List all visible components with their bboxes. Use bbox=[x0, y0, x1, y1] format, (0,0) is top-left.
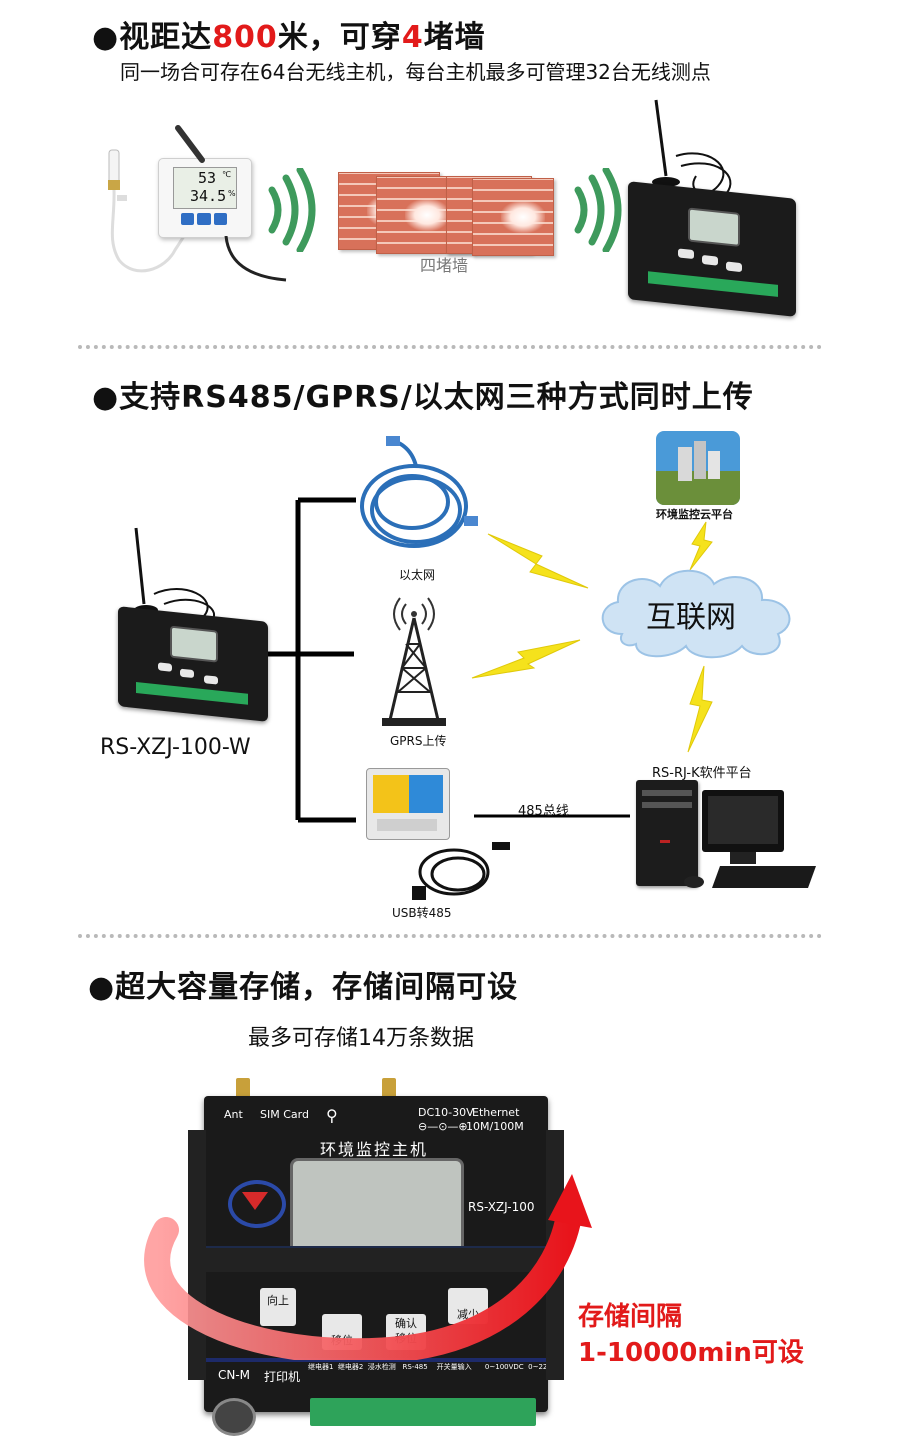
section3-subtitle: 最多可存储14万条数据 bbox=[248, 1026, 474, 1051]
gprs-label: GPRS上传 bbox=[390, 734, 447, 748]
panel-sim-label: SIM Card bbox=[260, 1108, 309, 1121]
lightning-icon bbox=[471, 639, 581, 679]
rs-xzj-100-w-device bbox=[118, 606, 268, 722]
antenna-connector-left bbox=[236, 1078, 250, 1100]
cloud-platform-label: 环境监控云平台 bbox=[656, 508, 733, 521]
bus-label: 485总线 bbox=[518, 804, 569, 819]
wall-4 bbox=[472, 178, 554, 256]
panel-name: 环境监控主机 bbox=[320, 1140, 429, 1159]
panel-power-label: DC10-30V bbox=[418, 1106, 474, 1119]
sensor-antenna-icon bbox=[175, 125, 205, 163]
usb-icon: ⚲ bbox=[326, 1106, 338, 1125]
panel-cn-m: CN-M bbox=[218, 1368, 251, 1382]
software-platform-label: RS-RJ-K软件平台 bbox=[652, 766, 752, 781]
panel-terminal-labels: 继电器1 继电器2 浸水检测 RS-485 开关量输入 0~100VDC 0~2… bbox=[308, 1363, 566, 1371]
panel-printer: 打印机 bbox=[264, 1370, 301, 1384]
storage-note-line1: 存储间隔 bbox=[578, 1302, 683, 1332]
panel-ethernet-speed: 10M/100M bbox=[466, 1120, 524, 1133]
panel-ant-label: Ant bbox=[224, 1108, 243, 1121]
cloud-platform-icon bbox=[656, 431, 740, 505]
host-device bbox=[628, 181, 796, 317]
usb-label: USB转485 bbox=[392, 906, 452, 920]
brand-logo-icon bbox=[228, 1180, 286, 1228]
wireless-signal-icon bbox=[268, 168, 316, 252]
divider bbox=[78, 934, 822, 938]
device-label: RS-XZJ-100-W bbox=[100, 735, 251, 760]
gprs-tower-icon bbox=[382, 597, 446, 726]
bnc-connector bbox=[212, 1398, 256, 1436]
wireless-signal-icon bbox=[574, 168, 622, 252]
antenna-connector-right bbox=[382, 1078, 396, 1100]
connection-bracket bbox=[268, 497, 356, 823]
sensor-lcd: 53 ℃ 34.5 % bbox=[173, 167, 237, 209]
pc-mouse bbox=[684, 876, 704, 888]
power-symbol-icon: ⊖—⊙—⊕ bbox=[418, 1120, 468, 1133]
main-terminal-block bbox=[310, 1398, 536, 1426]
internet-cloud-icon bbox=[601, 569, 791, 659]
pc-keyboard bbox=[711, 866, 817, 888]
host-lcd bbox=[688, 207, 740, 247]
sensor-cable-icon bbox=[224, 236, 287, 282]
panel-ethernet-label: Ethernet bbox=[472, 1106, 520, 1119]
bus-line bbox=[474, 814, 630, 818]
panel-bottom-stripe bbox=[204, 1358, 548, 1362]
usb-cable-icon bbox=[412, 842, 510, 900]
lightning-icon bbox=[687, 665, 713, 753]
ethernet-cable-icon bbox=[360, 436, 478, 548]
storage-note-line2: 1-10000min可设 bbox=[578, 1338, 804, 1368]
section3-title: ●超大容量存储，存储间隔可设 bbox=[88, 970, 519, 1005]
sensor-buttons bbox=[181, 213, 227, 225]
panel-model: RS-XZJ-100 bbox=[468, 1200, 535, 1214]
device-lcd bbox=[170, 625, 218, 663]
pc-monitor bbox=[702, 790, 784, 852]
lightning-icon bbox=[487, 533, 589, 589]
wireless-sensor: 53 ℃ 34.5 % bbox=[158, 158, 252, 238]
ethernet-label: 以太网 bbox=[399, 568, 436, 582]
wall-label: 四堵墙 bbox=[420, 256, 469, 275]
section1-title: ●视距达800米，可穿4堵墙 bbox=[92, 20, 486, 55]
key-up[interactable]: 向上 bbox=[260, 1288, 296, 1326]
bullet: ● bbox=[92, 20, 120, 55]
internet-label: 互联网 bbox=[646, 600, 736, 635]
panel-stripe bbox=[204, 1246, 548, 1272]
curved-arrow-icon bbox=[144, 1174, 592, 1360]
pc-monitor-stand bbox=[730, 852, 756, 864]
usb-485-converter bbox=[366, 768, 450, 840]
divider bbox=[78, 345, 822, 349]
section2-title: ●支持RS485/GPRS/以太网三种方式同时上传 bbox=[92, 380, 754, 415]
host-terminals bbox=[648, 271, 778, 297]
pc-tower bbox=[636, 780, 698, 886]
section1-subtitle: 同一场合可存在64台无线主机，每台主机最多可管理32台无线测点 bbox=[120, 60, 711, 84]
